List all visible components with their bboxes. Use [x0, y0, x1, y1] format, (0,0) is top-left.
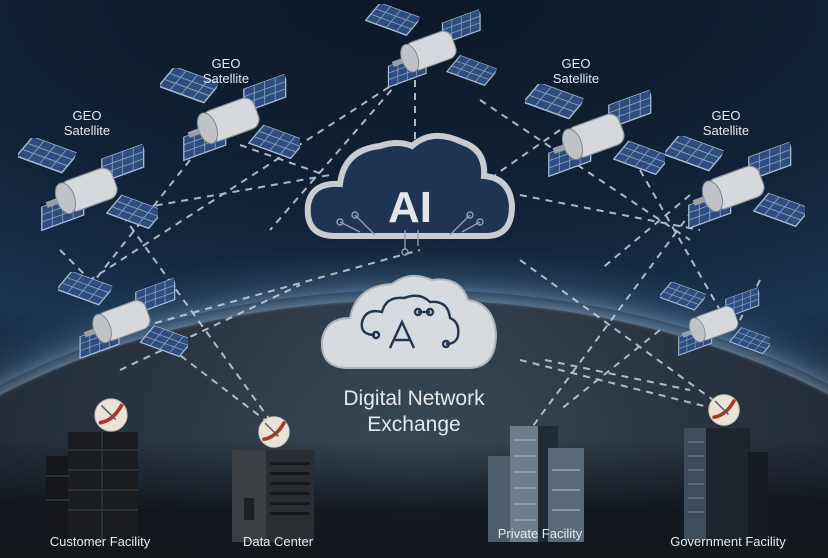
satellite-icon — [523, 79, 670, 177]
facility-label-customer: Customer Facility — [49, 534, 151, 549]
satellite-label-line2: Satellite — [552, 71, 600, 86]
title-line2: Exchange — [367, 413, 461, 436]
satellite-label: GEO Satellite — [686, 108, 766, 138]
satellite-icon — [663, 131, 810, 229]
facility-label-government: Government Facility — [670, 534, 786, 549]
customer-facility-building — [46, 432, 138, 542]
title-line1: Digital Network — [343, 387, 485, 410]
satellite-label: GEO Satellite — [186, 56, 266, 86]
satellite-label: GEO Satellite — [536, 56, 616, 86]
facility-label-private: Private Facility — [497, 526, 583, 541]
satellite-label: GEO Satellite — [42, 108, 132, 138]
data-center-building — [232, 450, 314, 542]
private-facility-building — [488, 426, 584, 542]
satellite-icon — [57, 268, 194, 359]
ai-cloud-top: AI — [304, 133, 516, 256]
facility-label-data-center: Data Center — [242, 534, 314, 549]
satellite-icon — [16, 133, 163, 231]
satellite-icon — [366, 0, 499, 88]
satellite-label-line1: GEO — [711, 108, 741, 123]
ai-cloud-bottom — [320, 274, 498, 369]
diagram-title: Digital Network Exchange — [0, 386, 828, 438]
satellite-label-line2: Satellite — [202, 71, 250, 86]
government-facility-building — [684, 428, 768, 540]
satellite-label-line1: GEO — [72, 108, 102, 123]
satellite-label-line2: Satellite — [702, 123, 750, 138]
satellite-label-line2: Satellite — [63, 123, 111, 138]
satellite-label-line1: GEO — [561, 56, 591, 71]
satellite-label-line1: GEO — [211, 56, 241, 71]
satellite-icon — [659, 279, 775, 356]
svg-text:AI: AI — [388, 183, 432, 232]
